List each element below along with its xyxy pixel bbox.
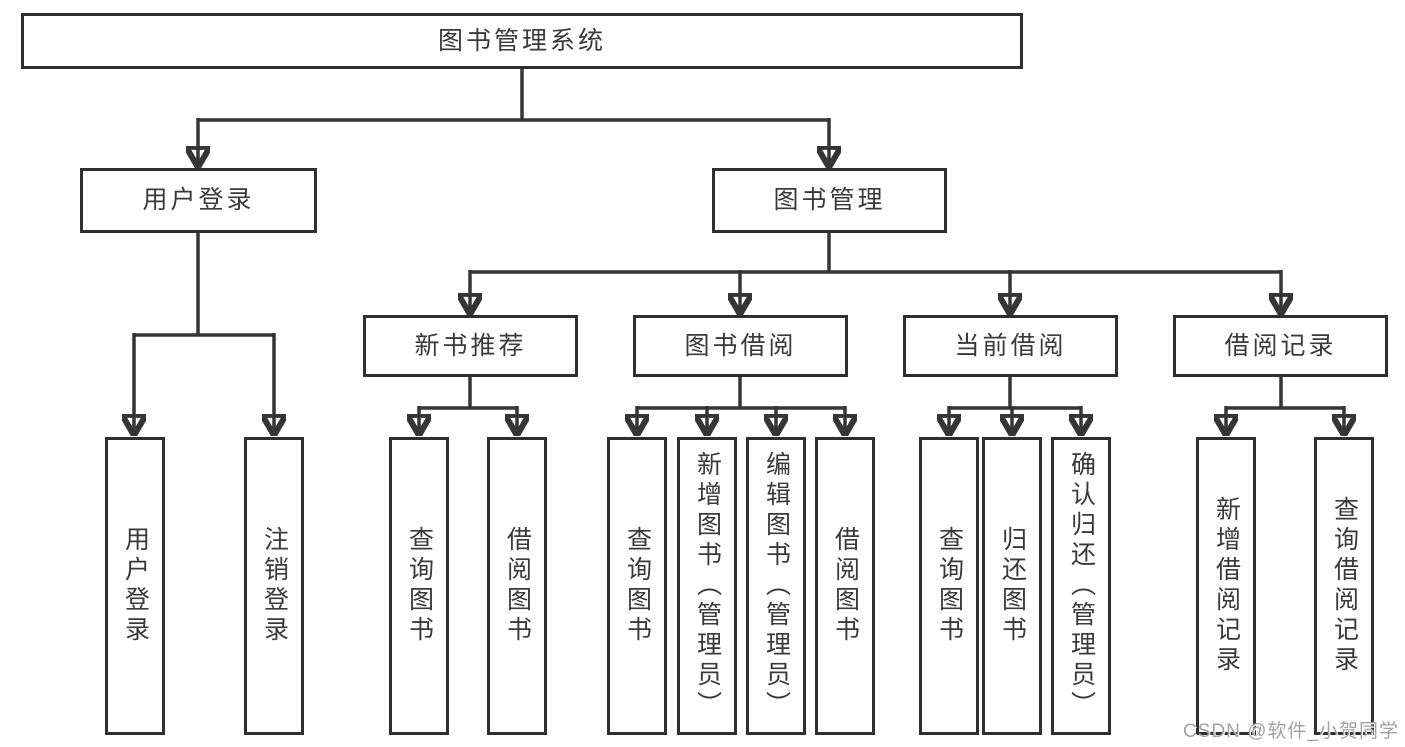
connector-root-trunk bbox=[198, 69, 829, 122]
leaf-add-borrow-record-label: 新增借阅记录 bbox=[1212, 496, 1241, 676]
leaf-return-book: 归还图书 bbox=[982, 437, 1042, 735]
leaf-edit-book-admin-label: 编辑图书（管理员） bbox=[762, 451, 791, 721]
leaf-logout-label: 注销登录 bbox=[260, 526, 289, 646]
node-current-borrow: 当前借阅 bbox=[903, 315, 1118, 377]
leaf-confirm-return-admin-label: 确认归还（管理员） bbox=[1067, 451, 1096, 721]
node-root: 图书管理系统 bbox=[21, 13, 1023, 69]
leaf-current-query-book-label: 查询图书 bbox=[935, 526, 964, 646]
leaf-borrow-query-book: 查询图书 bbox=[607, 437, 667, 735]
node-current-borrow-label: 当前借阅 bbox=[954, 331, 1067, 360]
node-book-borrow-label: 图书借阅 bbox=[684, 331, 797, 360]
leaf-borrow-borrow-book-label: 借阅图书 bbox=[831, 526, 860, 646]
node-borrow-record: 借阅记录 bbox=[1173, 315, 1388, 377]
leaf-edit-book-admin: 编辑图书（管理员） bbox=[746, 437, 806, 735]
leaf-current-query-book: 查询图书 bbox=[919, 437, 979, 735]
csdn-watermark: CSDN @软件_小贺同学 bbox=[1183, 721, 1399, 742]
leaf-newbook-query-book-label: 查询图书 bbox=[405, 526, 434, 646]
leaf-query-borrow-record: 查询借阅记录 bbox=[1314, 437, 1374, 735]
leaf-newbook-query-book: 查询图书 bbox=[389, 437, 449, 735]
leaf-borrow-query-book-label: 查询图书 bbox=[623, 526, 652, 646]
connector-new-book-trunk bbox=[419, 377, 517, 410]
node-new-book-recommend: 新书推荐 bbox=[363, 315, 578, 377]
leaf-add-book-admin-label: 新增图书（管理员） bbox=[693, 451, 722, 721]
leaf-add-borrow-record: 新增借阅记录 bbox=[1196, 437, 1256, 735]
node-book-borrow: 图书借阅 bbox=[633, 315, 848, 377]
connector-current-borrow-trunk bbox=[949, 377, 1081, 410]
leaf-return-book-label: 归还图书 bbox=[998, 526, 1027, 646]
leaf-confirm-return-admin: 确认归还（管理员） bbox=[1051, 437, 1111, 735]
connector-user-login-trunk bbox=[134, 233, 274, 337]
leaf-user-login: 用户登录 bbox=[105, 437, 165, 735]
connector-book-borrow-trunk bbox=[637, 377, 845, 410]
leaf-add-book-admin: 新增图书（管理员） bbox=[677, 437, 737, 735]
node-root-label: 图书管理系统 bbox=[437, 26, 606, 55]
node-user-login-label: 用户登录 bbox=[142, 186, 255, 214]
node-book-mgmt: 图书管理 bbox=[712, 168, 947, 233]
node-user-login: 用户登录 bbox=[80, 168, 317, 233]
leaf-user-login-label: 用户登录 bbox=[121, 526, 150, 646]
leaf-newbook-borrow-book: 借阅图书 bbox=[487, 437, 547, 735]
node-borrow-record-label: 借阅记录 bbox=[1224, 331, 1337, 360]
leaf-logout: 注销登录 bbox=[244, 437, 304, 735]
node-book-mgmt-label: 图书管理 bbox=[773, 186, 886, 214]
connector-book-mgmt-trunk bbox=[470, 233, 1281, 274]
leaf-query-borrow-record-label: 查询借阅记录 bbox=[1330, 496, 1359, 676]
leaf-borrow-borrow-book: 借阅图书 bbox=[815, 437, 875, 735]
node-new-book-recommend-label: 新书推荐 bbox=[414, 331, 527, 360]
connector-borrow-record-trunk bbox=[1226, 377, 1344, 410]
leaf-newbook-borrow-book-label: 借阅图书 bbox=[503, 526, 532, 646]
